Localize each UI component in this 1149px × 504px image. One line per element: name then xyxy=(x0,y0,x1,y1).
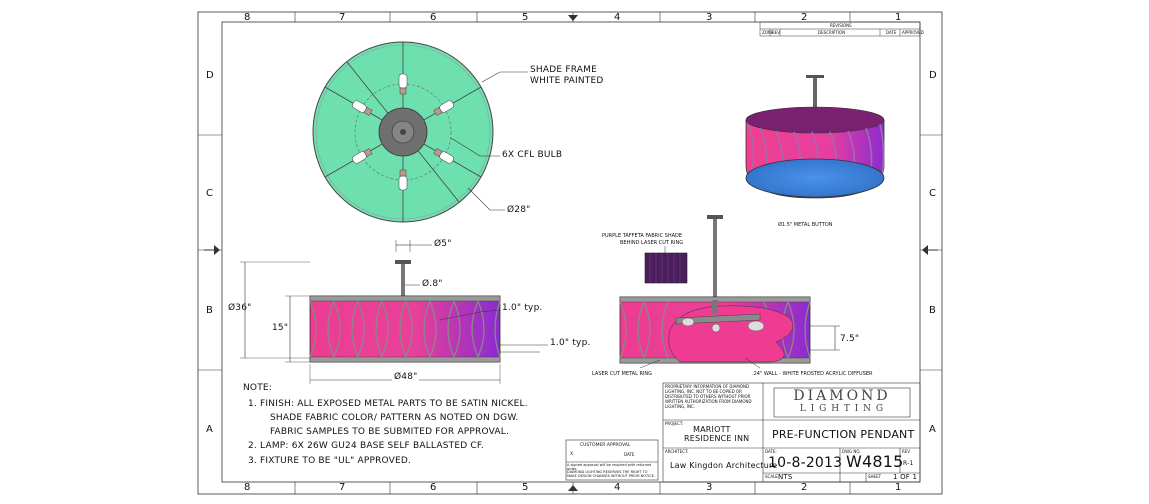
col-label-2-bottom: 2 xyxy=(801,482,808,493)
col-label-5: 5 xyxy=(522,12,529,23)
architect-name: Law Kingdon Architecture xyxy=(670,461,778,470)
dim-0-8-label: Ø.8" xyxy=(422,279,443,289)
title-block-grid xyxy=(565,382,921,483)
diameter-28-label: Ø28" xyxy=(507,205,531,215)
note-line-1: 1. FINISH: ALL EXPOSED METAL PARTS TO BE… xyxy=(248,399,528,409)
logo-diamond: DIAMOND xyxy=(793,388,891,404)
rev-col-date: DATE xyxy=(886,30,897,35)
col-label-1: 1 xyxy=(895,12,902,23)
note-line-2: SHADE FABRIC COLOR/ PATTERN AS NOTED ON … xyxy=(270,413,519,423)
dim-36-label: Ø36" xyxy=(228,303,252,313)
col-label-5-bottom: 5 xyxy=(522,482,529,493)
metal-button-label: Ø1.5" METAL BUTTON xyxy=(778,222,833,228)
approval-title: CUSTOMER APPROVAL xyxy=(580,443,631,448)
col-label-6: 6 xyxy=(430,12,437,23)
front-view xyxy=(240,240,548,384)
notes-title: NOTE: xyxy=(243,383,273,393)
typ-label-2: 1.0" typ. xyxy=(550,338,591,348)
revisions-header: REVISIONS xyxy=(830,23,852,28)
cfl-bulb-label: 6X CFL BULB xyxy=(502,150,563,160)
sheet-value: 1 OF 1 xyxy=(893,473,918,481)
row-label-c-right: C xyxy=(929,188,937,199)
dim-15-label: 15" xyxy=(272,323,289,333)
dim-5-label: Ø5" xyxy=(434,239,452,249)
dim-7-5-label: 7.5" xyxy=(840,334,860,344)
render-view xyxy=(745,75,885,199)
laser-ring-label: LASER CUT METAL RING xyxy=(592,371,653,377)
approval-note: A signed approval will be required with … xyxy=(567,463,652,471)
col-label-1-bottom: 1 xyxy=(895,482,902,493)
dim-48-label: Ø48" xyxy=(392,372,420,382)
col-label-2: 2 xyxy=(801,12,808,23)
row-label-d-right: D xyxy=(929,70,937,81)
row-label-a-right: A xyxy=(929,424,937,435)
note-line-4: 2. LAMP: 6X 26W GU24 BASE SELF BALLASTED… xyxy=(248,441,484,451)
shade-frame-finish-label: WHITE PAINTED xyxy=(530,76,604,86)
proprietary-notice: PROPRIETARY INFORMATION OF DIAMOND LIGHT… xyxy=(665,384,752,409)
drawing-date: 10-8-2013 xyxy=(768,455,843,471)
note-line-5: 3. FIXTURE TO BE "UL" APPROVED. xyxy=(248,456,412,466)
row-label-b: B xyxy=(206,305,214,316)
project-label: PROJECT: xyxy=(665,421,684,426)
rev-col-approved: APPROVED xyxy=(902,30,924,35)
architect-label: ARCHITECT: xyxy=(665,449,689,454)
product-name: PRE-FUNCTION PENDANT xyxy=(772,428,915,441)
col-label-6-bottom: 6 xyxy=(430,482,437,493)
approval-date: DATE xyxy=(624,452,635,457)
rev-value: R-1 xyxy=(903,460,914,467)
col-label-8-bottom: 8 xyxy=(244,482,251,493)
shade-frame-label: SHADE FRAME xyxy=(530,65,597,75)
col-label-3-bottom: 3 xyxy=(706,482,713,493)
row-label-b-right: B xyxy=(929,305,937,316)
scale-label: SCALE: xyxy=(765,474,780,479)
logo-box xyxy=(773,387,911,418)
row-label-c: C xyxy=(206,188,214,199)
fabric-shade-label: PURPLE TAFFETA FABRIC SHADE xyxy=(602,233,683,239)
col-label-4-bottom: 4 xyxy=(614,482,621,493)
drawing-number: W4815 xyxy=(846,452,904,471)
col-label-7-bottom: 7 xyxy=(339,482,346,493)
rev-label: REV xyxy=(902,449,911,454)
typ-label-1: 1.0" typ. xyxy=(502,303,543,313)
logo-lighting: L I G H T I N G xyxy=(799,404,885,414)
inner-border xyxy=(221,21,921,483)
project-name-2: RESIDENCE INN xyxy=(684,434,750,443)
rev-col-zone: ZONE xyxy=(762,30,774,35)
row-label-a: A xyxy=(206,424,214,435)
project-name-1: MARIOTT xyxy=(693,425,731,434)
col-label-7: 7 xyxy=(339,12,346,23)
top-view xyxy=(312,41,528,223)
revisions-table xyxy=(759,21,921,37)
diffuser-label: .24" WALL - WHITE FROSTED ACRYLIC DIFFUS… xyxy=(752,371,873,377)
dwg-no-label: DWG NO. xyxy=(842,449,861,454)
section-view xyxy=(619,215,840,369)
date-label: DATE: xyxy=(765,449,777,454)
approval-disclaimer: DIAMOND LIGHTING RESERVES THE RIGHT TO M… xyxy=(567,470,655,478)
outer-border xyxy=(197,11,943,495)
rev-col-description: DESCRIPTION xyxy=(818,30,846,35)
rev-col-rev: REV xyxy=(772,30,781,35)
col-label-4: 4 xyxy=(614,12,621,23)
fabric-shade-sub-label: BEHIND LASER CUT RING xyxy=(620,240,684,246)
col-label-3: 3 xyxy=(706,12,713,23)
col-label-8: 8 xyxy=(244,12,251,23)
row-label-d: D xyxy=(206,70,214,81)
note-line-3: FABRIC SAMPLES TO BE SUBMITED FOR APPROV… xyxy=(270,427,510,437)
approval-signature: X xyxy=(570,452,574,457)
scale-value: NTS xyxy=(778,473,793,481)
sheet-label: SHEET xyxy=(868,474,882,479)
